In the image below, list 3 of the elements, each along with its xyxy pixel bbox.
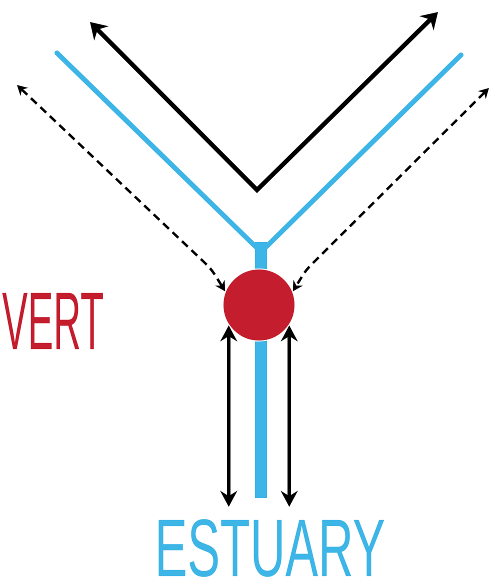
place-label: VERT — [2, 292, 103, 350]
place-label: ESTUARY — [158, 519, 384, 577]
junction-circle — [222, 268, 296, 342]
